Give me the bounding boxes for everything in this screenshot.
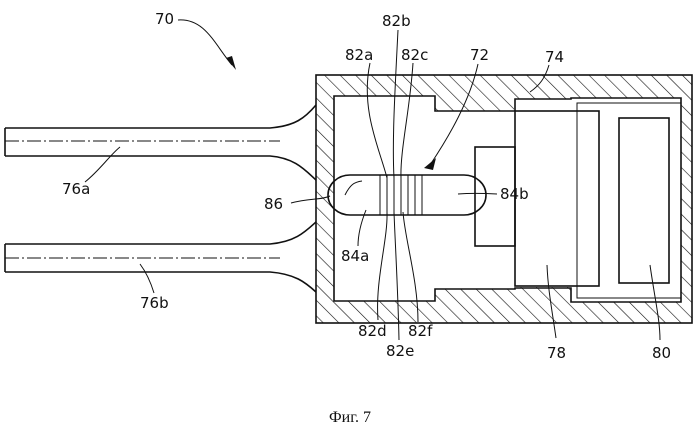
label-82e: 82e — [386, 342, 414, 360]
label-72: 72 — [470, 46, 489, 64]
label-84a: 84a — [341, 247, 369, 265]
label-76b: 76b — [140, 294, 169, 312]
label-84b: 84b — [500, 185, 529, 203]
label-78: 78 — [547, 344, 566, 362]
wire-76a — [5, 105, 316, 180]
label-80: 80 — [652, 344, 671, 362]
label-86: 86 — [264, 195, 283, 213]
label-82a: 82a — [345, 46, 373, 64]
label-74: 74 — [545, 48, 564, 66]
arrow-70 — [178, 20, 236, 70]
label-82b: 82b — [382, 12, 411, 30]
label-82d: 82d — [358, 322, 387, 340]
label-82c: 82c — [401, 46, 428, 64]
wire-76b — [5, 222, 316, 292]
label-82f: 82f — [408, 322, 433, 340]
figure-caption: Фиг. 7 — [329, 409, 371, 426]
label-76a: 76a — [62, 180, 90, 198]
label-70: 70 — [155, 10, 174, 28]
